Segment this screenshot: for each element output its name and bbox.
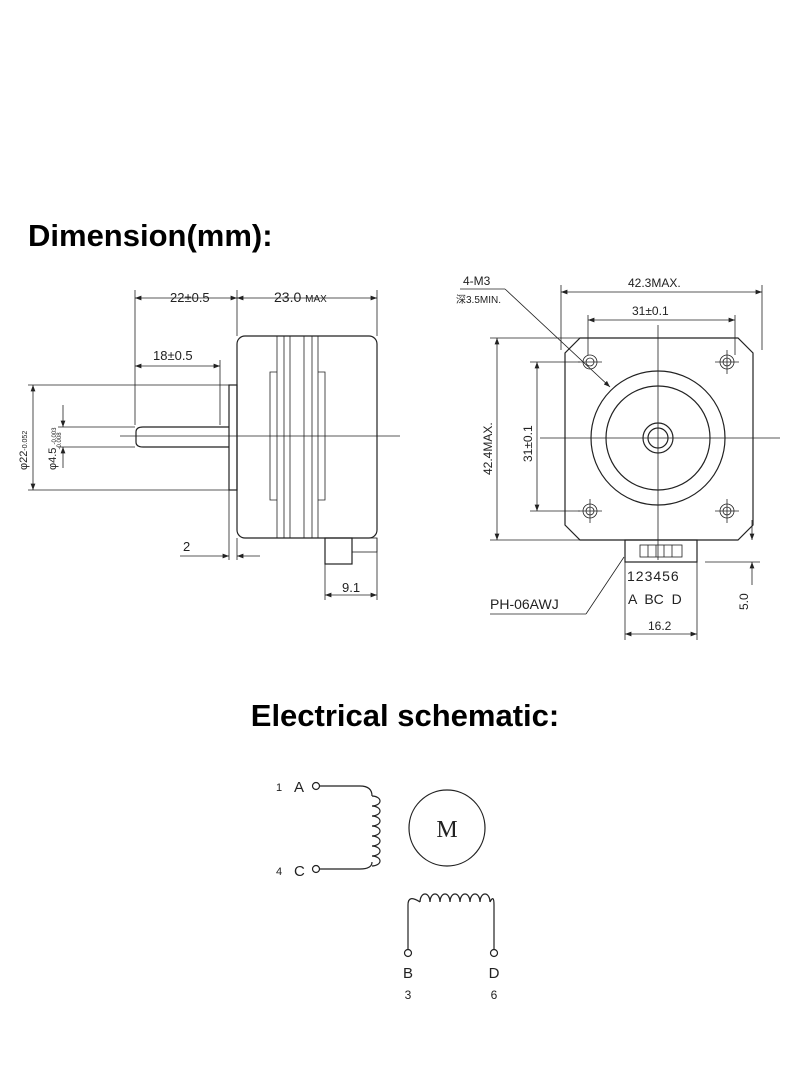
mount-holes bbox=[578, 350, 739, 523]
dim-hole-spacing-h: 31±0.1 bbox=[632, 304, 669, 318]
shaft bbox=[135, 426, 229, 448]
dim-connector-offset: 9.1 bbox=[342, 580, 360, 595]
dim-boss-height: 2 bbox=[183, 539, 190, 554]
dim-connector-width: 16.2 bbox=[648, 619, 672, 633]
dim-width: 42.3MAX. bbox=[628, 276, 681, 290]
motor-body bbox=[236, 335, 378, 539]
pin-b-label: B bbox=[403, 965, 413, 982]
side-connector bbox=[324, 537, 353, 565]
pin-4-number: 4 bbox=[276, 866, 282, 878]
schematic-title: Electrical schematic: bbox=[251, 698, 559, 733]
dim-boss-diameter: φ22-0.052 bbox=[18, 431, 30, 470]
dim-body-length: 23.0 MAX bbox=[274, 289, 327, 305]
dimension-title: Dimension(mm): bbox=[28, 218, 273, 253]
motor-label: M bbox=[436, 817, 457, 843]
pin-3-number: 3 bbox=[405, 988, 412, 1002]
coil-ac bbox=[371, 795, 381, 867]
front-connector bbox=[624, 539, 698, 563]
schematic: 1 A 4 C M B D 3 6 bbox=[276, 779, 500, 1002]
front-view: 42.3MAX. 31±0.1 4-M3 深3.5MIN. 42.4MAX. 3… bbox=[456, 274, 780, 640]
side-view: 22±0.5 23.0 MAX 18±0.5 φ22-0.052 φ4.5 -0… bbox=[18, 289, 400, 600]
pin-d-label: D bbox=[489, 965, 500, 982]
pin-phases: A BC D bbox=[628, 591, 682, 607]
connector-model: PH-06AWJ bbox=[490, 596, 559, 612]
stator-stripes bbox=[269, 336, 326, 538]
dim-shaft-length: 22±0.5 bbox=[170, 290, 210, 305]
pin-c-label: C bbox=[294, 863, 305, 880]
dim-height: 42.4MAX. bbox=[481, 422, 495, 475]
pin-a-label: A bbox=[294, 779, 304, 796]
coil-bd bbox=[419, 893, 491, 903]
pin-6-number: 6 bbox=[491, 988, 498, 1002]
pin-numbers: 123456 bbox=[627, 568, 680, 584]
holes-label: 4-M3 bbox=[463, 274, 491, 288]
boss-flange bbox=[228, 384, 238, 491]
faceplate bbox=[564, 337, 754, 541]
dim-connector-height: 5.0 bbox=[737, 593, 751, 610]
pin-1-number: 1 bbox=[276, 782, 282, 794]
dim-hole-spacing-v: 31±0.1 bbox=[521, 425, 535, 462]
dim-shaft-diameter: φ4.5 -0.003-0.008 bbox=[47, 427, 63, 470]
dim-flat-length: 18±0.5 bbox=[153, 348, 193, 363]
motor-symbol bbox=[408, 789, 486, 867]
hole-depth-label: 深3.5MIN. bbox=[456, 294, 501, 306]
